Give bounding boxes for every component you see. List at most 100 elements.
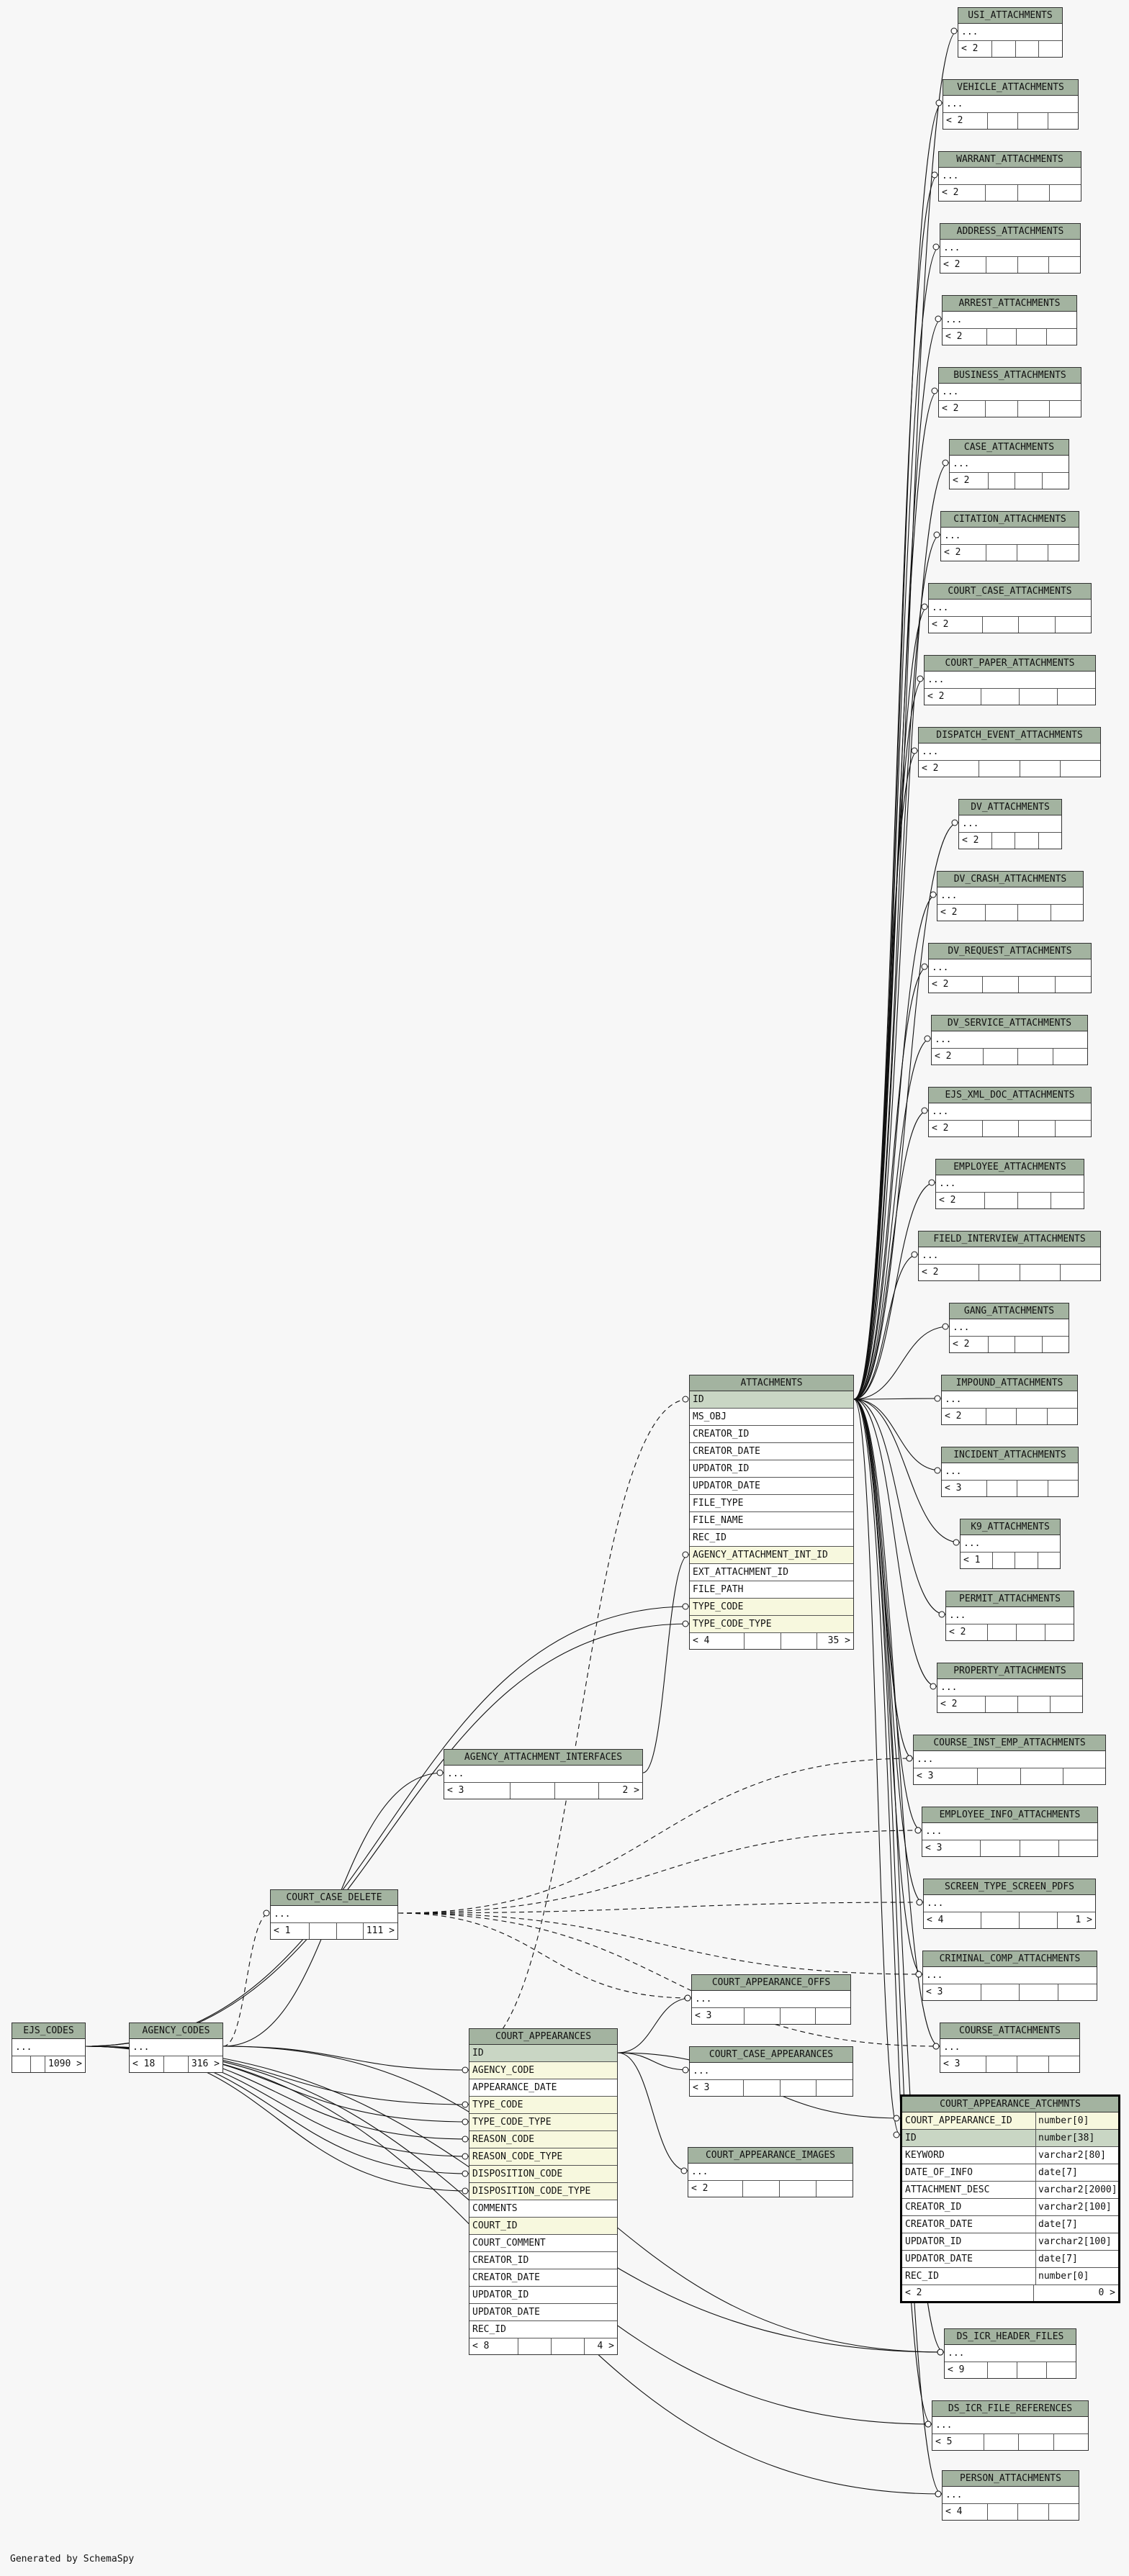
table-header[interactable]: ARREST_ATTACHMENTS	[943, 296, 1076, 312]
table-citation-attachments[interactable]: CITATION_ATTACHMENTS...< 2	[940, 511, 1079, 561]
table-header[interactable]: FIELD_INTERVIEW_ATTACHMENTS	[919, 1231, 1100, 1247]
table-ds-icr-header-files[interactable]: DS_ICR_HEADER_FILES...< 9	[944, 2328, 1076, 2379]
table-header[interactable]: EJS_XML_DOC_ATTACHMENTS	[929, 1088, 1091, 1103]
table-arrest-attachments[interactable]: ARREST_ATTACHMENTS...< 2	[942, 295, 1077, 345]
relationship-count	[816, 2080, 853, 2096]
table-dv-crash-attachments[interactable]: DV_CRASH_ATTACHMENTS...< 2	[937, 871, 1084, 921]
table-course-attachments[interactable]: COURSE_ATTACHMENTS...< 3	[940, 2023, 1080, 2073]
column-row: ...	[950, 456, 1069, 473]
table-header[interactable]: GANG_ATTACHMENTS	[950, 1303, 1069, 1319]
table-header[interactable]: PERSON_ATTACHMENTS	[943, 2471, 1079, 2487]
table-course-inst-emp-attachments[interactable]: COURSE_INST_EMP_ATTACHMENTS...< 3	[913, 1735, 1106, 1785]
table-header[interactable]: DV_REQUEST_ATTACHMENTS	[929, 944, 1091, 959]
table-property-attachments[interactable]: PROPERTY_ATTACHMENTS...< 2	[937, 1663, 1083, 1713]
table-court-appearance-images[interactable]: COURT_APPEARANCE_IMAGES...< 2	[688, 2147, 853, 2197]
table-business-attachments[interactable]: BUSINESS_ATTACHMENTS...< 2	[938, 367, 1081, 417]
table-header[interactable]: DV_CRASH_ATTACHMENTS	[937, 872, 1083, 887]
table-gang-attachments[interactable]: GANG_ATTACHMENTS...< 2	[949, 1303, 1069, 1353]
table-header[interactable]: CRIMINAL_COMP_ATTACHMENTS	[923, 1951, 1097, 1967]
table-header[interactable]: PERMIT_ATTACHMENTS	[946, 1591, 1074, 1607]
table-k9-attachments[interactable]: K9_ATTACHMENTS...< 1	[960, 1519, 1061, 1569]
table-header[interactable]: EJS_CODES	[12, 2023, 85, 2039]
table-header[interactable]: DS_ICR_FILE_REFERENCES	[932, 2401, 1088, 2417]
table-header[interactable]: COURT_APPEARANCE_ATCHMNTS	[902, 2097, 1118, 2112]
column-name: UPDATOR_ID	[693, 1463, 750, 1474]
table-header[interactable]: COURT_APPEARANCE_IMAGES	[688, 2148, 853, 2164]
table-address-attachments[interactable]: ADDRESS_ATTACHMENTS...< 2	[940, 223, 1081, 274]
table-header[interactable]: SCREEN_TYPE_SCREEN_PDFS	[924, 1879, 1095, 1895]
table-employee-info-attachments[interactable]: EMPLOYEE_INFO_ATTACHMENTS...< 3	[922, 1807, 1098, 1857]
table-field-interview-attachments[interactable]: FIELD_INTERVIEW_ATTACHMENTS...< 2	[918, 1231, 1101, 1281]
table-court-appearance-offs[interactable]: COURT_APPEARANCE_OFFS...< 3	[691, 1974, 851, 2025]
table-header[interactable]: WARRANT_ATTACHMENTS	[939, 152, 1081, 168]
table-header[interactable]: BUSINESS_ATTACHMENTS	[939, 368, 1081, 384]
relationship-count	[984, 1696, 1017, 1712]
relationship-count	[1047, 1481, 1078, 1496]
table-court-paper-attachments[interactable]: COURT_PAPER_ATTACHMENTS...< 2	[924, 655, 1096, 705]
table-header[interactable]: AGENCY_CODES	[130, 2023, 222, 2039]
table-permit-attachments[interactable]: PERMIT_ATTACHMENTS...< 2	[945, 1591, 1074, 1641]
table-header[interactable]: COURT_PAPER_ATTACHMENTS	[925, 656, 1095, 672]
table-dv-request-attachments[interactable]: DV_REQUEST_ATTACHMENTS...< 2	[928, 943, 1092, 993]
table-dv-service-attachments[interactable]: DV_SERVICE_ATTACHMENTS...< 2	[931, 1015, 1088, 1065]
table-header[interactable]: DV_SERVICE_ATTACHMENTS	[932, 1016, 1087, 1031]
table-employee-attachments[interactable]: EMPLOYEE_ATTACHMENTS...< 2	[935, 1159, 1084, 1209]
table-header[interactable]: EMPLOYEE_INFO_ATTACHMENTS	[922, 1807, 1097, 1823]
table-ejs-codes[interactable]: EJS_CODES...1090 >	[12, 2023, 86, 2073]
table-header[interactable]: USI_ATTACHMENTS	[958, 8, 1062, 24]
relationship-end-marker	[682, 1396, 689, 1403]
table-header[interactable]: COURSE_ATTACHMENTS	[940, 2023, 1079, 2039]
table-header[interactable]: ADDRESS_ATTACHMENTS	[940, 224, 1080, 240]
relationship-count	[1015, 41, 1039, 57]
table-header[interactable]: COURT_CASE_DELETE	[271, 1890, 397, 1906]
table-dispatch-event-attachments[interactable]: DISPATCH_EVENT_ATTACHMENTS...< 2	[918, 727, 1101, 777]
table-court-case-attachments[interactable]: COURT_CASE_ATTACHMENTS...< 2	[928, 583, 1092, 633]
table-header[interactable]: COURSE_INST_EMP_ATTACHMENTS	[914, 1735, 1105, 1751]
relationship-end-marker	[937, 2349, 944, 2356]
table-header[interactable]: DS_ICR_HEADER_FILES	[945, 2329, 1076, 2345]
table-header[interactable]: COURT_APPEARANCES	[469, 2029, 617, 2045]
table-header[interactable]: PROPERTY_ATTACHMENTS	[937, 1663, 1082, 1679]
relationship-count	[1038, 41, 1062, 57]
table-header[interactable]: IMPOUND_ATTACHMENTS	[942, 1375, 1077, 1391]
table-person-attachments[interactable]: PERSON_ATTACHMENTS...< 4	[942, 2470, 1079, 2521]
table-warrant-attachments[interactable]: WARRANT_ATTACHMENTS...< 2	[938, 151, 1081, 202]
table-impound-attachments[interactable]: IMPOUND_ATTACHMENTS...< 2	[941, 1375, 1078, 1425]
table-header[interactable]: COURT_CASE_APPEARANCES	[690, 2047, 853, 2063]
table-header[interactable]: COURT_APPEARANCE_OFFS	[692, 1975, 850, 1991]
relationship-end-marker	[893, 2115, 900, 2122]
column-name: ID	[905, 2133, 917, 2143]
table-header[interactable]: CITATION_ATTACHMENTS	[941, 512, 1079, 528]
table-header[interactable]: AGENCY_ATTACHMENT_INTERFACES	[444, 1750, 642, 1766]
table-ejs-xml-doc-attachments[interactable]: EJS_XML_DOC_ATTACHMENTS...< 2	[928, 1087, 1092, 1137]
table-case-attachments[interactable]: CASE_ATTACHMENTS...< 2	[949, 439, 1069, 489]
table-header[interactable]: COURT_CASE_ATTACHMENTS	[929, 584, 1091, 600]
table-incident-attachments[interactable]: INCIDENT_ATTACHMENTS...< 3	[941, 1447, 1079, 1497]
table-header[interactable]: ATTACHMENTS	[690, 1375, 853, 1391]
table-header[interactable]: DV_ATTACHMENTS	[959, 800, 1061, 815]
table-header[interactable]: CASE_ATTACHMENTS	[950, 440, 1069, 456]
table-usi-attachments[interactable]: USI_ATTACHMENTS...< 2	[958, 7, 1063, 58]
table-court-case-appearances[interactable]: COURT_CASE_APPEARANCES...< 3	[689, 2046, 853, 2097]
table-dv-attachments[interactable]: DV_ATTACHMENTS...< 2	[958, 799, 1062, 849]
table-header[interactable]: K9_ATTACHMENTS	[961, 1519, 1060, 1535]
table-header[interactable]: DISPATCH_EVENT_ATTACHMENTS	[919, 728, 1100, 744]
relationship-count	[982, 1121, 1018, 1136]
table-header[interactable]: INCIDENT_ATTACHMENTS	[942, 1447, 1078, 1463]
table-criminal-comp-attachments[interactable]: CRIMINAL_COMP_ATTACHMENTS...< 3	[922, 1951, 1097, 2001]
relationship-count	[983, 2434, 1018, 2450]
table-ds-icr-file-references[interactable]: DS_ICR_FILE_REFERENCES...< 5	[932, 2400, 1089, 2451]
column-row: REASON_CODE_TYPE	[469, 2148, 617, 2166]
table-footer: < 3	[942, 1481, 1078, 1496]
table-header[interactable]: EMPLOYEE_ATTACHMENTS	[936, 1160, 1084, 1175]
table-header[interactable]: VEHICLE_ATTACHMENTS	[943, 80, 1078, 96]
relationship-count	[1017, 2056, 1048, 2072]
table-vehicle-attachments[interactable]: VEHICLE_ATTACHMENTS...< 2	[943, 79, 1079, 130]
